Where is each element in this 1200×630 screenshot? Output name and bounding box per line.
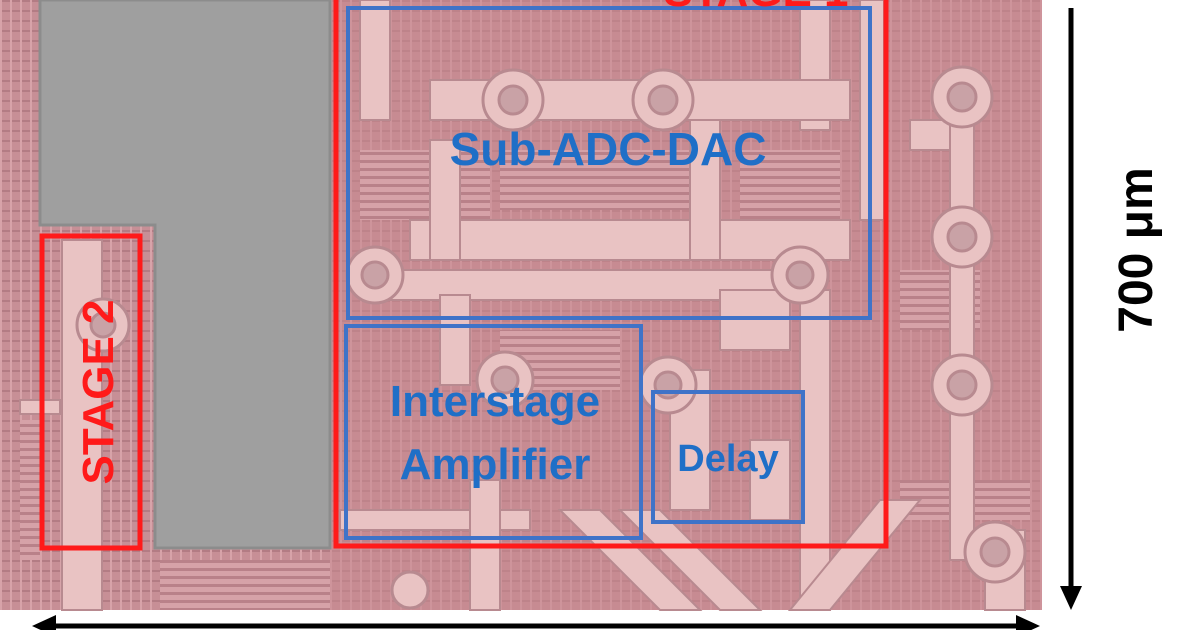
height-dimension-label: 700 μm xyxy=(1110,167,1163,332)
bond-pads xyxy=(75,65,1027,610)
stage1-box xyxy=(333,0,889,549)
stage2-label: STAGE 2 xyxy=(74,299,123,484)
double-arrow-vertical-icon xyxy=(1060,8,1082,610)
interstage-label-line2: Amplifier xyxy=(400,440,591,489)
sub-adc-dac-label: Sub-ADC-DAC xyxy=(450,123,767,175)
stage1-label: STAGE 1 xyxy=(663,0,848,16)
delay-box xyxy=(651,390,805,524)
delay-label: Delay xyxy=(677,438,778,480)
double-arrow-horizontal-icon xyxy=(32,615,1040,630)
interstage-label-line1: Interstage xyxy=(390,377,600,426)
interstage-amplifier-box xyxy=(344,324,643,540)
sub-adc-dac-box xyxy=(346,6,872,320)
stage2-box xyxy=(39,233,143,551)
pad-block xyxy=(38,0,332,550)
